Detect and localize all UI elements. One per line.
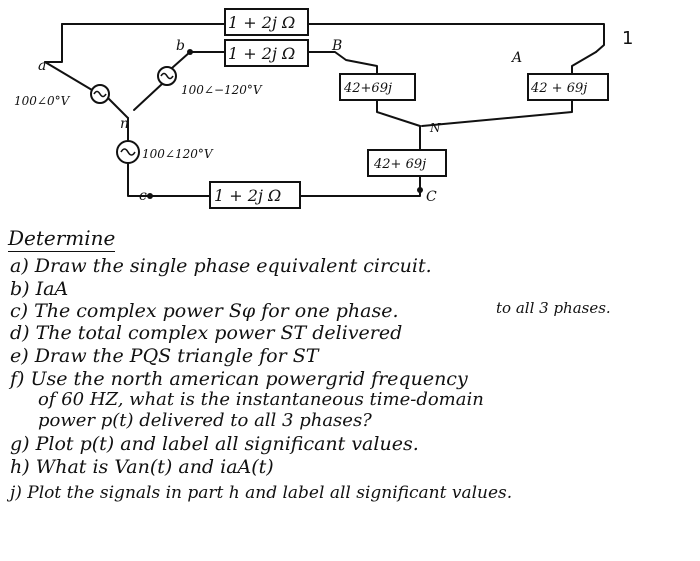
question-f-line-3: power p(t) delivered to all 3 phases? [38,410,372,431]
question-f: f) Use the north american powergrid freq… [10,368,468,390]
load-c-label: 42+ 69j [373,157,426,172]
node-C-label: C [426,189,437,205]
question-b: b) IaA [10,278,69,300]
question-a: a) Draw the single phase equivalent circ… [10,255,432,277]
three-phase-circuit-diagram: 1 + 2j Ω 1 + 2j Ω 1 + 2j Ω 42+69j 42 + 6… [14,8,609,209]
node-b-label: b [176,38,185,54]
mid-line-impedance-box [224,39,309,67]
page-number: 1 [622,28,634,49]
question-g: g) Plot p(t) and label all significant v… [10,433,419,455]
bottom-impedance-label: 1 + 2j Ω [214,186,281,205]
node-c-label: c [139,188,147,204]
source-c-voltage: 100∠120°V [142,147,214,161]
load-c-box [367,149,447,177]
node-N-label: N [429,121,441,135]
question-j: j) Plot the signals in part h and label … [10,483,513,503]
node-a-label: a [38,58,46,74]
source-a-voltage: 100∠0°V [14,94,71,108]
question-e: e) Draw the PQS triangle for ST [10,345,319,367]
question-d: d) The total complex power ST delivered [10,322,403,344]
mid-impedance-label: 1 + 2j Ω [228,44,295,63]
question-c: c) The complex power Sφ for one phase. [10,300,399,322]
load-b-label: 42+69j [343,81,392,96]
question-f-line-2: of 60 HZ, what is the instantaneous time… [38,389,484,410]
load-a-label: 42 + 69j [530,81,587,96]
question-h: h) What is Van(t) and iaA(t) [10,456,274,478]
load-a-box [527,73,609,101]
top-impedance-label: 1 + 2j Ω [228,13,295,32]
node-A-label: A [510,50,522,66]
load-b-box [339,73,416,101]
bottom-line-impedance-box [209,181,301,209]
node-n-label: n [120,116,129,132]
source-b-voltage: 100∠−120°V [181,83,263,97]
question-c-continuation: to all 3 phases. [496,299,611,317]
determine-heading: Determine [8,226,116,252]
node-B-label: B [331,38,342,54]
top-line-impedance-box [224,8,309,36]
